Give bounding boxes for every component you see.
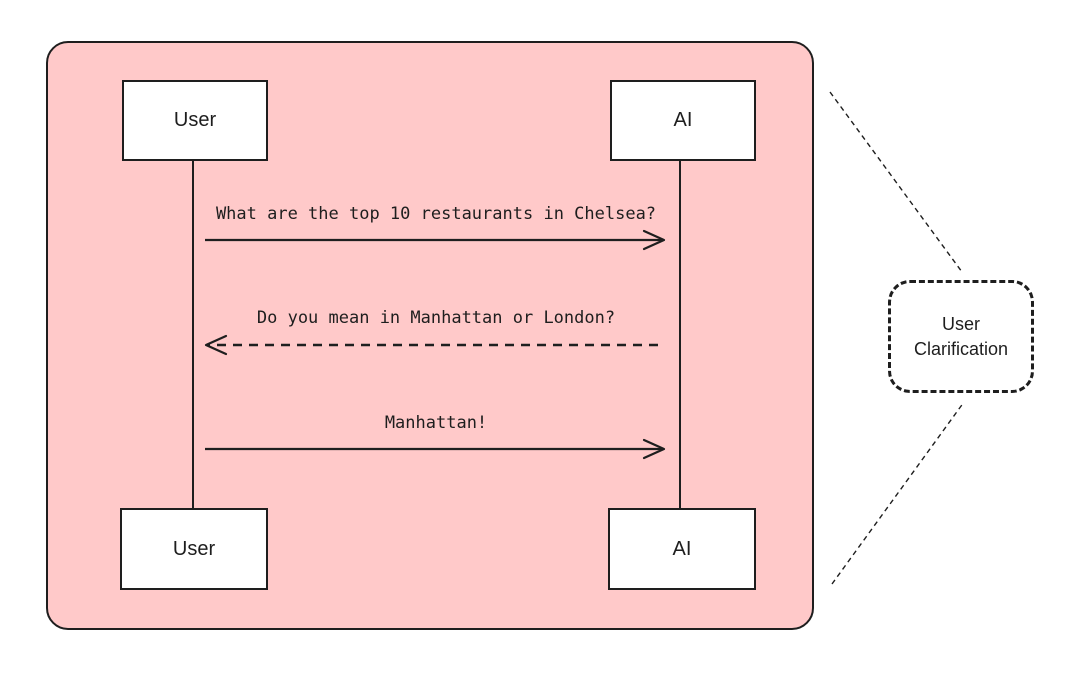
user-actor-top-label: User (173, 109, 217, 131)
callout-connector-bottom (831, 401, 965, 585)
message-3-label: Manhattan! (384, 413, 488, 433)
user-actor-bottom-label: User (172, 537, 216, 560)
user-actor-bottom: User (120, 508, 268, 590)
ai-lifeline (679, 160, 681, 510)
message-2-label: Do you mean in Manhattan or London? (256, 308, 616, 328)
ai-actor-top-label: AI (673, 109, 693, 131)
ai-actor-top: AI (610, 80, 756, 161)
user-actor-top: User (122, 80, 268, 161)
message-1-label: What are the top 10 restaurants in Chels… (215, 204, 657, 224)
user-lifeline (192, 160, 194, 510)
message-1-arrowhead (642, 229, 666, 251)
message-3-arrowhead (642, 438, 666, 460)
ai-actor-bottom: AI (608, 508, 756, 590)
user-clarification-callout: User Clarification (888, 280, 1034, 393)
ai-actor-bottom-label: AI (672, 537, 692, 560)
message-2-arrowhead (204, 334, 228, 356)
callout-label: User Clarification (913, 314, 1009, 359)
callout-connector-top (829, 91, 963, 273)
